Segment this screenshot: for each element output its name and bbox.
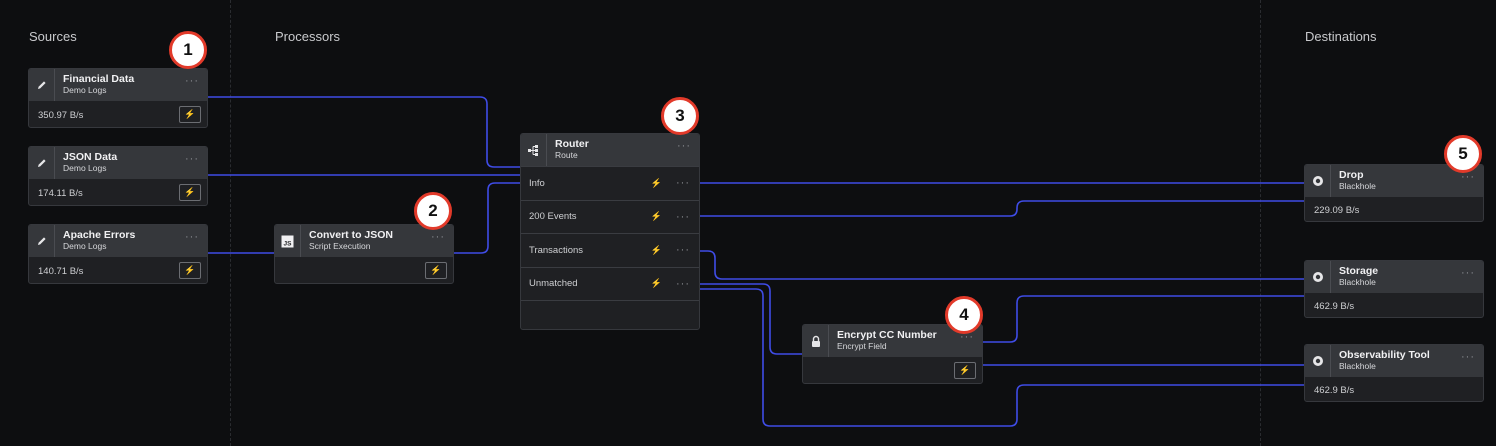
node-subtitle: Script Execution <box>309 241 371 251</box>
node-subtitle: Blackhole <box>1339 181 1376 191</box>
more-options-button[interactable]: ··· <box>185 75 199 87</box>
throughput-rate: 229.09 B/s <box>1314 204 1360 216</box>
lock-icon <box>803 325 829 357</box>
node-subtitle: Demo Logs <box>63 163 107 173</box>
route-label: Transactions <box>529 244 584 256</box>
node-title: Drop <box>1339 169 1364 181</box>
node-title: Observability Tool <box>1339 349 1430 361</box>
lightning-icon[interactable]: ⚡ <box>650 244 662 255</box>
more-options-button[interactable]: ··· <box>185 231 199 243</box>
more-options-button[interactable]: ··· <box>960 331 974 343</box>
wire-200events-to-drop <box>699 200 1305 217</box>
node-title: Financial Data <box>63 73 135 85</box>
node-title: Storage <box>1339 265 1379 277</box>
processor-node-encrypt-cc-number[interactable]: Encrypt CC Number Encrypt Field ··· ⚡ <box>802 324 983 384</box>
route-item-empty <box>521 300 699 329</box>
callout-5: 5 <box>1444 135 1482 173</box>
node-title: Router <box>555 138 589 150</box>
callout-1: 1 <box>169 31 207 69</box>
lightning-icon[interactable]: ⚡ <box>954 362 976 379</box>
node-subtitle: Route <box>555 150 578 160</box>
lightning-icon[interactable]: ⚡ <box>650 177 662 188</box>
route-item-info[interactable]: Info ⚡ ··· <box>521 166 699 200</box>
pencil-icon <box>29 69 55 101</box>
throughput-rate: 174.11 B/s <box>38 187 83 199</box>
node-title: Apache Errors <box>63 229 136 241</box>
lightning-icon[interactable]: ⚡ <box>179 184 201 201</box>
node-title: Convert to JSON <box>309 229 394 241</box>
node-subtitle: Blackhole <box>1339 361 1376 371</box>
wire-unmatched-to-encrypt <box>699 283 803 355</box>
source-node-financial-data[interactable]: Financial Data Demo Logs ··· 350.97 B/s … <box>28 68 208 128</box>
more-options-button[interactable]: ··· <box>1461 267 1475 279</box>
throughput-rate: 462.9 B/s <box>1314 300 1355 312</box>
blackhole-icon <box>1305 345 1331 377</box>
route-item-unmatched[interactable]: Unmatched ⚡ ··· <box>521 266 699 301</box>
node-title: Encrypt CC Number <box>837 329 937 341</box>
pencil-icon <box>29 225 55 257</box>
wire-encrypt-to-storage <box>982 295 1305 343</box>
processors-column-title: Processors <box>275 29 341 44</box>
more-options-button[interactable]: ··· <box>676 244 690 257</box>
svg-text:JS: JS <box>284 240 293 247</box>
node-title: JSON Data <box>63 151 118 163</box>
callout-2: 2 <box>414 192 452 230</box>
more-options-button[interactable]: ··· <box>1461 351 1475 363</box>
callout-4: 4 <box>945 296 983 334</box>
column-divider-right <box>1260 0 1261 446</box>
blackhole-icon <box>1305 261 1331 293</box>
more-options-button[interactable]: ··· <box>185 153 199 165</box>
node-subtitle: Demo Logs <box>63 241 107 251</box>
processor-node-convert-to-json[interactable]: JS Convert to JSON Script Execution ··· … <box>274 224 454 284</box>
more-options-button[interactable]: ··· <box>677 140 691 152</box>
route-item-transactions[interactable]: Transactions ⚡ ··· <box>521 233 699 267</box>
node-subtitle: Encrypt Field <box>837 341 887 351</box>
lightning-icon[interactable]: ⚡ <box>425 262 447 279</box>
more-options-button[interactable]: ··· <box>676 210 690 223</box>
throughput-rate: 350.97 B/s <box>38 109 84 121</box>
destination-node-drop[interactable]: Drop Blackhole ··· 229.09 B/s <box>1304 164 1484 222</box>
source-node-apache-errors[interactable]: Apache Errors Demo Logs ··· 140.71 B/s ⚡ <box>28 224 208 284</box>
more-options-button[interactable]: ··· <box>676 177 690 190</box>
processor-node-router[interactable]: Router Route ··· Info ⚡ ··· 200 Events ⚡… <box>520 133 700 330</box>
wire-transactions-to-storage <box>699 250 1305 280</box>
destinations-column-title: Destinations <box>1305 29 1377 44</box>
route-label: Unmatched <box>529 278 578 290</box>
more-options-button[interactable]: ··· <box>431 231 445 243</box>
throughput-rate: 140.71 B/s <box>38 265 84 277</box>
route-icon <box>521 134 547 166</box>
javascript-icon: JS <box>275 225 301 257</box>
route-label: Info <box>529 177 545 189</box>
lightning-icon[interactable]: ⚡ <box>650 211 662 222</box>
route-item-200-events[interactable]: 200 Events ⚡ ··· <box>521 199 699 234</box>
destination-node-observability-tool[interactable]: Observability Tool Blackhole ··· 462.9 B… <box>1304 344 1484 402</box>
more-options-button[interactable]: ··· <box>676 277 690 290</box>
more-options-button[interactable]: ··· <box>1461 171 1475 183</box>
node-subtitle: Blackhole <box>1339 277 1376 287</box>
callout-3: 3 <box>661 97 699 135</box>
wire-convert-to-router <box>453 182 521 254</box>
wire-financial-to-router <box>207 96 521 168</box>
sources-column-title: Sources <box>29 29 77 44</box>
throughput-rate: 462.9 B/s <box>1314 384 1355 396</box>
column-divider-left <box>230 0 231 446</box>
blackhole-icon <box>1305 165 1331 197</box>
lightning-icon[interactable]: ⚡ <box>179 262 201 279</box>
source-node-json-data[interactable]: JSON Data Demo Logs ··· 174.11 B/s ⚡ <box>28 146 208 206</box>
wire-unmatched-to-observability <box>699 288 1305 427</box>
pencil-icon <box>29 147 55 179</box>
route-label: 200 Events <box>529 211 577 223</box>
node-subtitle: Demo Logs <box>63 85 107 95</box>
lightning-icon[interactable]: ⚡ <box>650 278 662 289</box>
lightning-icon[interactable]: ⚡ <box>179 106 201 123</box>
destination-node-storage[interactable]: Storage Blackhole ··· 462.9 B/s <box>1304 260 1484 318</box>
